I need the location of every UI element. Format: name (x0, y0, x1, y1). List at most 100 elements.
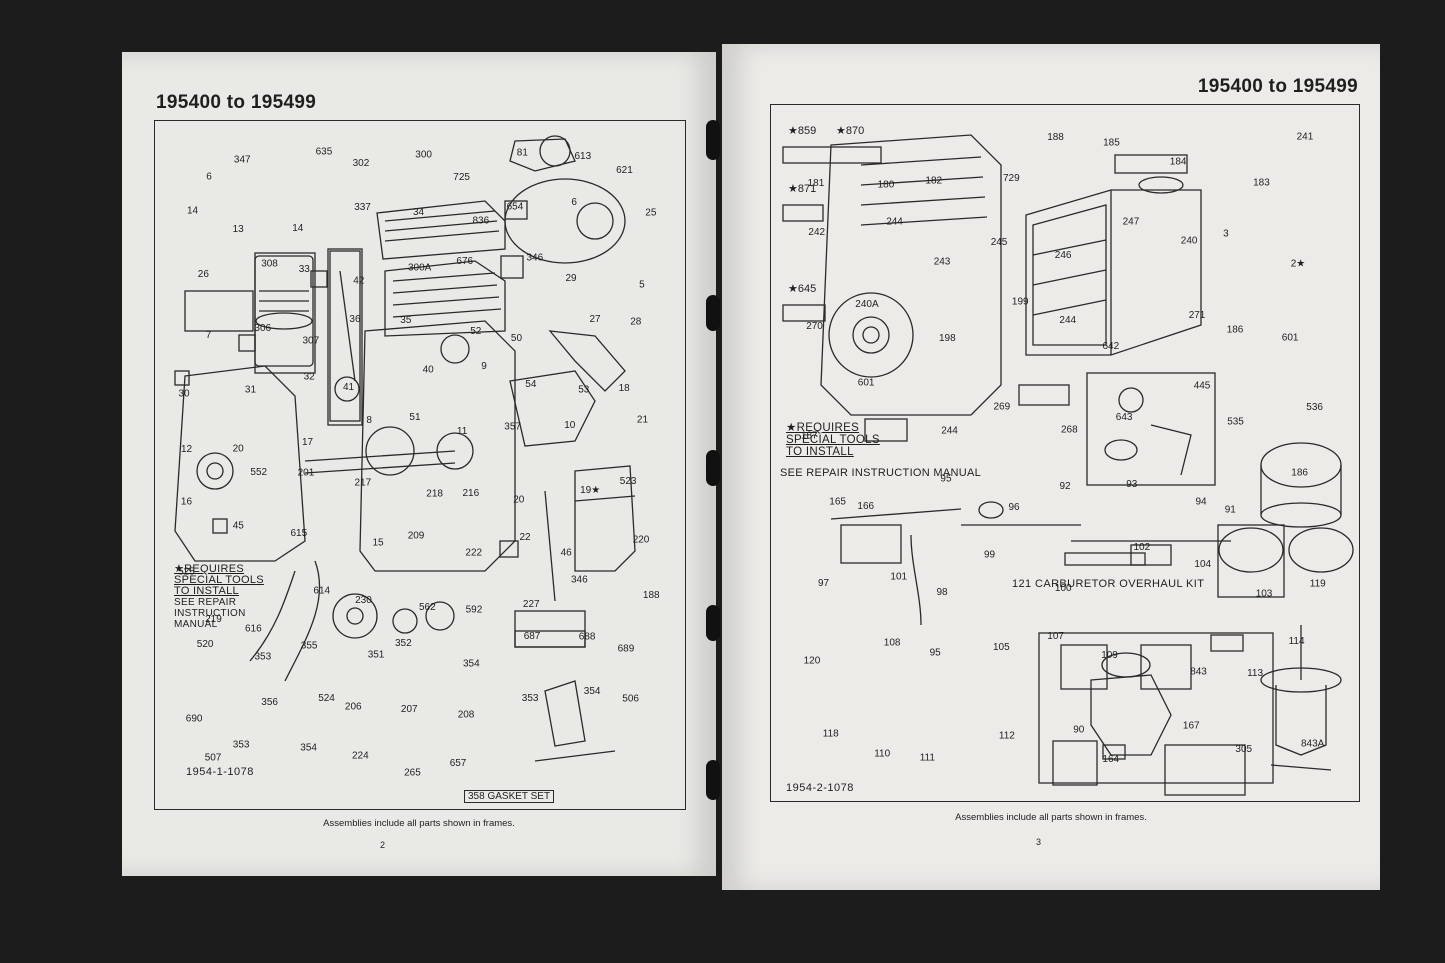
gasket-set-label: 358 GASKET SET (464, 790, 555, 803)
part-number-label: 188 (643, 590, 660, 601)
part-number-label: 36 (349, 314, 361, 325)
part-number-label: 690 (186, 713, 203, 724)
part-number-label: 28 (630, 317, 642, 328)
part-number-label: 7 (206, 330, 212, 341)
part-number-label: 165 (829, 496, 846, 507)
part-number-label: 240 (1181, 235, 1198, 246)
part-number-label: 90 (1073, 725, 1085, 736)
part-number-label: 26 (198, 269, 210, 280)
part-number-label: 182 (925, 176, 942, 187)
part-number-label: 536 (1306, 402, 1323, 413)
part-number-label: 92 (1060, 481, 1072, 492)
part-number-label: 305 (1235, 744, 1252, 755)
part-number-label: 33 (299, 264, 311, 275)
part-number-label: 552 (250, 467, 267, 478)
part-number-label: 102 (1134, 542, 1151, 553)
part-number-label: 445 (1194, 381, 1211, 392)
part-number-label: 635 (316, 146, 333, 157)
note-line: TO INSTALL (786, 446, 854, 458)
part-number-label: 268 (1061, 425, 1078, 436)
part-number-label: 244 (1059, 315, 1076, 326)
part-number-label: 346 (571, 575, 588, 586)
part-number-label: 181 (808, 178, 825, 189)
binder-hole (706, 295, 720, 331)
part-number-label: 271 (1189, 310, 1206, 321)
repair-manual-note: SEE REPAIR INSTRUCTION MANUAL (780, 467, 982, 479)
part-number-label: 218 (426, 489, 443, 500)
part-number-label: 185 (1103, 137, 1120, 148)
part-number-label: 120 (804, 655, 821, 666)
part-number-label: 220 (633, 534, 650, 545)
part-number-label: 20 (513, 494, 525, 505)
part-number-label: 16 (181, 497, 193, 508)
part-number-label: 110 (874, 749, 890, 760)
part-number-label: 108 (884, 637, 901, 648)
part-number-label: 91 (1225, 505, 1237, 516)
part-number-label: 119 (1310, 579, 1326, 590)
part-number-label: 98 (937, 587, 949, 598)
note-line: SPECIAL TOOLS (174, 574, 264, 586)
part-number-label: 306 (254, 323, 271, 334)
part-number-label: 3 (1223, 228, 1229, 239)
part-number-label: 2★ (1291, 259, 1306, 270)
part-number-label: 183 (1253, 177, 1270, 188)
part-number-label: 41 (343, 382, 355, 393)
part-number-label: 245 (991, 237, 1008, 248)
special-tools-note: ★REQUIRES SPECIAL TOOLS TO INSTALL SEE R… (174, 564, 264, 631)
part-number-label: 525 (178, 567, 195, 578)
part-number-label: 45 (233, 520, 245, 531)
part-number-label: 307 (303, 335, 320, 346)
part-number-label: 244 (941, 425, 958, 436)
part-number-label: 242 (808, 227, 825, 238)
part-number-label: 81 (517, 148, 529, 159)
part-number-label: 113 (1247, 668, 1263, 679)
part-number-label: 688 (579, 632, 596, 643)
part-number-label: 164 (1102, 754, 1119, 765)
part-number-label: 351 (368, 650, 385, 661)
part-number-label: 20 (233, 443, 245, 454)
part-number-label: 562 (419, 602, 436, 613)
part-number-label: 187 (801, 431, 818, 442)
part-number-label: 687 (524, 631, 541, 642)
part-number-label: 109 (1101, 650, 1118, 661)
part-number-label: 12 (181, 444, 193, 455)
note-line: SEE REPAIR (174, 597, 237, 608)
part-number-label: 657 (450, 758, 467, 769)
part-number-label: 507 (205, 753, 222, 764)
part-number-label: 100 (1055, 583, 1072, 594)
part-number-label: 601 (1282, 332, 1299, 343)
part-number-label: 97 (818, 578, 830, 589)
part-number-label: 355 (301, 641, 318, 652)
part-number-label: 270 (806, 321, 823, 332)
page-header: 195400 to 195499 (1197, 76, 1358, 97)
part-number-label: 42 (353, 275, 365, 286)
part-number-label: 206 (345, 702, 362, 713)
part-number-label: 184 (1170, 157, 1187, 168)
part-number-label: 99 (984, 549, 996, 560)
part-number-label: 347 (234, 155, 251, 166)
part-number-label: 843A (1301, 738, 1325, 749)
part-number-label: 352 (395, 638, 412, 649)
footnote: Assemblies include all parts shown in fr… (323, 818, 515, 829)
part-number-label: 199 (1012, 297, 1029, 308)
part-number-label: 300 (415, 149, 432, 160)
part-number-label: 601 (858, 378, 875, 389)
part-number-label: 308 (261, 259, 278, 270)
part-number-label: 243 (934, 256, 951, 267)
part-number-label: 180 (878, 179, 895, 190)
part-number-label: 337 (354, 202, 371, 213)
part-number-label: 54 (525, 379, 537, 390)
part-number-label: 689 (618, 643, 635, 654)
right-page: 195400 to 195499 (722, 44, 1380, 890)
part-number-label: 25 (645, 208, 657, 219)
part-number-label: 207 (401, 704, 418, 715)
part-number-label: 53 (578, 384, 590, 395)
note-line: SPECIAL TOOLS (786, 434, 880, 446)
part-number-label: 14 (292, 223, 304, 234)
part-number-label: 302 (353, 158, 370, 169)
part-number-label: 616 (245, 624, 262, 635)
part-number-label: 346 (527, 253, 544, 264)
part-number-label: 615 (291, 528, 308, 539)
